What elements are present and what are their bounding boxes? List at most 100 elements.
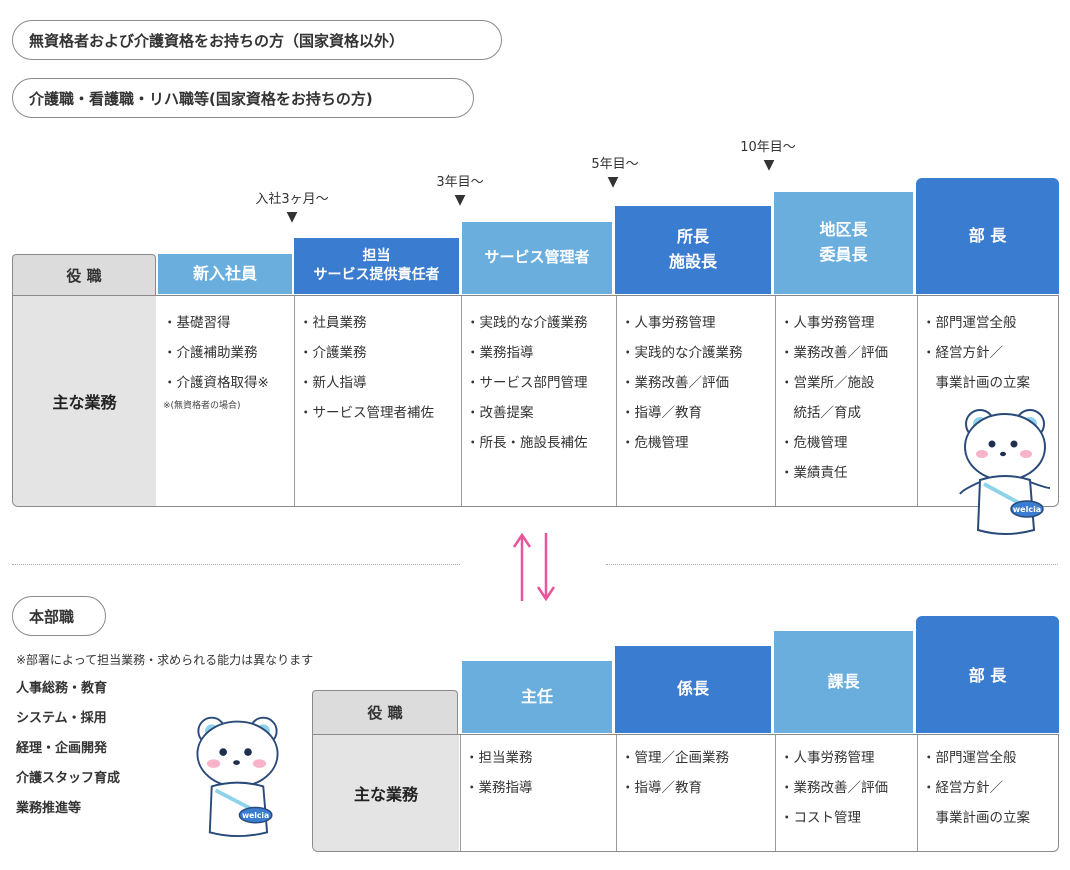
role-section-chief: 係長 xyxy=(615,646,771,733)
mascot-sash-text: welcia xyxy=(1013,505,1041,514)
role-label: 係長 xyxy=(676,679,709,699)
duty-item: ・サービス部門管理 xyxy=(466,375,588,391)
duty-item: ・新人指導 xyxy=(299,375,367,391)
role-director: 所長 施設長 xyxy=(615,206,771,294)
duty-item: ・サービス管理者補佐 xyxy=(299,405,434,421)
duty-item: 統括／育成 xyxy=(780,405,861,421)
hq-role-header-cell: 役 職 xyxy=(312,690,458,734)
timeline-marker-icon: ▼ xyxy=(763,157,775,173)
timeline-marker-icon: ▼ xyxy=(454,192,466,208)
duty-item: ・介護補助業務 xyxy=(163,345,258,361)
role-label: 部 長 xyxy=(968,226,1007,245)
duty-item: ・部門運営全般 xyxy=(922,750,1017,766)
duties-col-department-head: ・部門運営全般 ・経営方針／ 事業計画の立案 xyxy=(917,296,1058,506)
duty-item: ・業績責任 xyxy=(780,465,848,481)
category-headquarters: 本部職 xyxy=(12,596,106,636)
duty-item: 事業計画の立案 xyxy=(922,375,1030,391)
role-service-coordinator: 担当 サービス提供責任者 xyxy=(294,238,459,294)
duty-item: ・実践的な介護業務 xyxy=(466,315,588,331)
duty-footnote: ※(無資格者の場合) xyxy=(163,401,241,411)
duties-col-manager: ・人事労務管理 ・業務改善／評価 ・コスト管理 xyxy=(775,735,916,851)
duty-item: ・人事労務管理 xyxy=(780,315,875,331)
role-label: 施設長 xyxy=(668,252,717,271)
transfer-arrows-icon xyxy=(512,532,556,602)
role-label: 課長 xyxy=(827,671,860,691)
role-hq-department-head: 部 長 xyxy=(916,616,1059,733)
role-label: 所長 xyxy=(676,227,709,247)
timeline-5years: 5年目〜 xyxy=(591,157,639,172)
role-service-manager: サービス管理者 xyxy=(462,222,612,294)
duty-item: ・経営方針／ xyxy=(922,780,1003,796)
duty-item: ・人事労務管理 xyxy=(780,750,875,766)
duty-item: ・人事労務管理 xyxy=(621,315,716,331)
mascot-sash-text: welcia xyxy=(242,811,269,820)
duty-item: 事業計画の立案 xyxy=(922,810,1030,826)
duty-item: ・業務改善／評価 xyxy=(621,375,729,391)
duties-header-label: 主な業務 xyxy=(52,393,117,412)
duties-col-new-employee: ・基礎習得 ・介護補助業務 ・介護資格取得※ ※(無資格者の場合) xyxy=(157,296,293,506)
hq-note: ※部署によって担当業務・求められる能力は異なります xyxy=(16,653,314,667)
role-label: サービス提供責任者 xyxy=(313,267,440,283)
category-qualified-label: 介護職・看護職・リハ職等(国家資格をお持ちの方) xyxy=(29,89,373,108)
duty-item: ・管理／企画業務 xyxy=(621,750,729,766)
duty-item: ・担当業務 xyxy=(465,750,533,766)
duty-item: ・実践的な介護業務 xyxy=(621,345,743,361)
duty-item: ・所長・施設長補佐 xyxy=(466,435,588,451)
duty-item: ・介護資格取得※ xyxy=(163,375,269,391)
mascot-bear-icon: welcia xyxy=(959,409,1051,535)
duties-col-area-manager: ・人事労務管理 ・業務改善／評価 ・営業所／施設 統括／育成 ・危機管理 ・業績… xyxy=(775,296,916,506)
mascot-bear-icon: welcia xyxy=(196,716,279,838)
role-chief: 主任 xyxy=(462,661,612,733)
role-label: 地区長 xyxy=(819,220,868,240)
timeline-3years: 3年目〜 xyxy=(436,175,484,190)
role-new-employee: 新入社員 xyxy=(158,254,292,294)
role-manager: 課長 xyxy=(774,631,913,733)
hq-duties-table: 主な業務 ・担当業務 ・業務指導 ・管理／企画業務 ・指導／教育 ・人事労務管理… xyxy=(312,734,1059,852)
category-unqualified: 無資格者および介護資格をお持ちの方（国家資格以外） xyxy=(12,20,502,60)
duty-item: ・指導／教育 xyxy=(621,405,702,421)
department-item: 経理・企画開発 xyxy=(16,741,108,756)
timeline-marker-icon: ▼ xyxy=(607,174,619,190)
timeline-10years: 10年目〜 xyxy=(740,140,796,155)
role-label: 部 長 xyxy=(968,666,1007,685)
department-item: 介護スタッフ育成 xyxy=(16,771,121,786)
duty-item: ・社員業務 xyxy=(299,315,367,331)
duties-col-section-chief: ・管理／企画業務 ・指導／教育 xyxy=(616,735,774,851)
care-duties-table: 主な業務 ・基礎習得 ・介護補助業務 ・介護資格取得※ ※(無資格者の場合) ・… xyxy=(12,295,1059,507)
duty-item: ・業務改善／評価 xyxy=(780,780,888,796)
role-header-label: 役 職 xyxy=(367,704,403,722)
duty-item: ・部門運営全般 xyxy=(922,315,1017,331)
duty-item: ・危機管理 xyxy=(780,435,848,451)
role-header-label: 役 職 xyxy=(66,267,102,285)
duties-header-cell: 主な業務 xyxy=(313,735,459,851)
duty-item: ・業務指導 xyxy=(466,345,534,361)
role-department-head: 部 長 xyxy=(916,178,1059,294)
duties-col-chief: ・担当業務 ・業務指導 xyxy=(460,735,615,851)
timeline-3months: 入社3ヶ月〜 xyxy=(255,192,329,207)
duty-item: ・営業所／施設 xyxy=(780,375,875,391)
role-label: 担当 xyxy=(362,248,391,265)
duty-item: ・コスト管理 xyxy=(780,810,861,826)
separator-right xyxy=(606,564,1058,565)
duties-col-director: ・人事労務管理 ・実践的な介護業務 ・業務改善／評価 ・指導／教育 ・危機管理 xyxy=(616,296,774,506)
duties-header-label: 主な業務 xyxy=(353,785,418,804)
role-label: 委員長 xyxy=(819,245,868,264)
role-label: 新入社員 xyxy=(192,263,257,283)
duties-col-service-coordinator: ・社員業務 ・介護業務 ・新人指導 ・サービス管理者補佐 xyxy=(294,296,460,506)
duty-item: ・改善提案 xyxy=(466,405,534,421)
role-label: 主任 xyxy=(520,686,553,706)
duties-col-hq-department-head: ・部門運営全般 ・経営方針／ 事業計画の立案 xyxy=(917,735,1058,851)
duty-item: ・業務指導 xyxy=(465,780,533,796)
duty-item: ・指導／教育 xyxy=(621,780,702,796)
department-item: システム・採用 xyxy=(16,711,107,726)
duties-header-cell: 主な業務 xyxy=(13,296,156,506)
category-qualified: 介護職・看護職・リハ職等(国家資格をお持ちの方) xyxy=(12,78,474,118)
role-area-manager: 地区長 委員長 xyxy=(774,192,913,294)
separator-left xyxy=(12,564,460,565)
hq-department-list: 人事総務・教育 システム・採用 経理・企画開発 介護スタッフ育成 業務推進等 xyxy=(16,674,120,824)
department-item: 人事総務・教育 xyxy=(16,681,108,696)
role-label: サービス管理者 xyxy=(484,248,590,267)
category-unqualified-label: 無資格者および介護資格をお持ちの方（国家資格以外） xyxy=(29,31,405,50)
duty-item: ・介護業務 xyxy=(299,345,367,361)
role-header-cell: 役 職 xyxy=(12,254,156,296)
